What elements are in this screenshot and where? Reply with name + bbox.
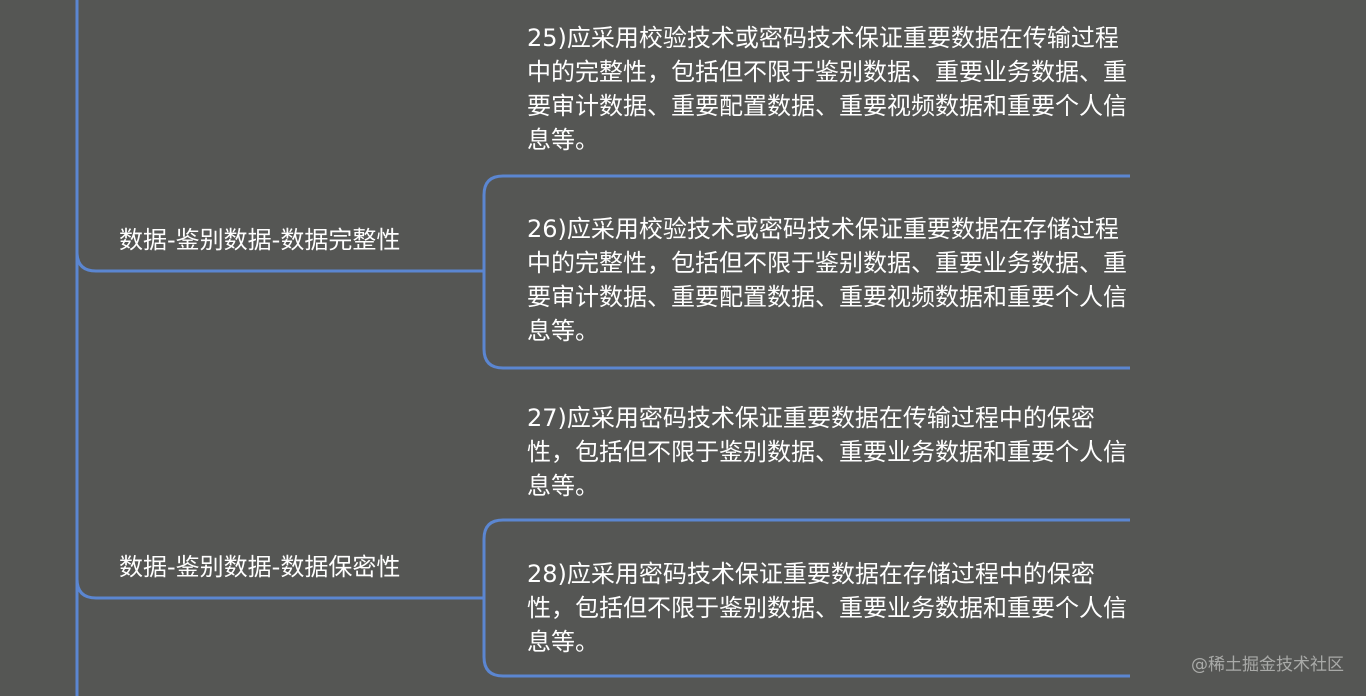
branch-label-integrity[interactable]: 数据-鉴别数据-数据完整性 xyxy=(119,226,401,254)
branch-2-fork-top xyxy=(482,518,1130,598)
branch-2-connector xyxy=(75,578,484,600)
branch-1-connector xyxy=(75,251,484,273)
watermark: @稀土掘金技术社区 xyxy=(1191,655,1344,675)
branch-label-confidentiality[interactable]: 数据-鉴别数据-数据保密性 xyxy=(119,553,401,581)
leaf-26-storage-integrity[interactable]: 26)应采用校验技术或密码技术保证重要数据在存储过程中的完整性，包括但不限于鉴别… xyxy=(527,215,1127,345)
leaf-27-transmission-confidentiality[interactable]: 27)应采用密码技术保证重要数据在传输过程中的保密性，包括但不限于鉴别数据、重要… xyxy=(527,404,1127,500)
branch-2-fork-bottom xyxy=(482,598,1130,678)
branch-1-fork-bottom xyxy=(482,271,1130,370)
leaf-25-transmission-integrity[interactable]: 25)应采用校验技术或密码技术保证重要数据在传输过程中的完整性，包括但不限于鉴别… xyxy=(527,24,1127,154)
branch-1-fork-top xyxy=(482,174,1130,271)
leaf-28-storage-confidentiality[interactable]: 28)应采用密码技术保证重要数据在存储过程中的保密性，包括但不限于鉴别数据、重要… xyxy=(527,560,1127,656)
